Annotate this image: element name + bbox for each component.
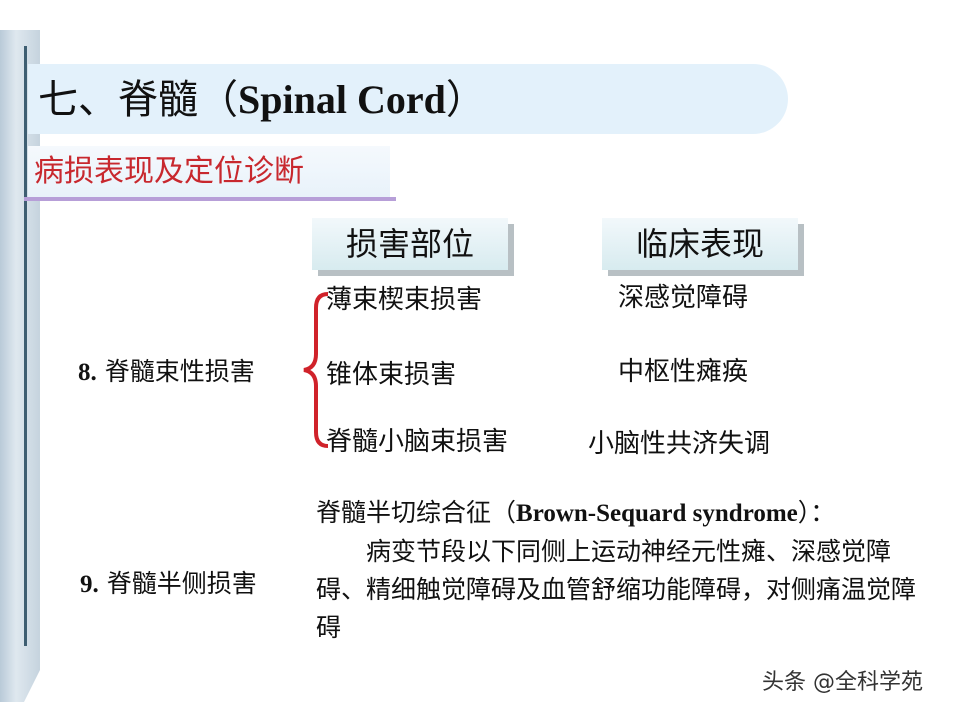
slide-title: 七、脊髓（Spinal Cord） xyxy=(38,77,486,123)
manifestation-row-2: 中枢性瘫痪 xyxy=(618,357,749,387)
syndrome-title: 脊髓半切综合征（Brown-Sequard syndrome）： xyxy=(316,498,836,527)
site-row-2: 锥体束损害 xyxy=(326,360,457,390)
brown-sequard-description: 脊髓半切综合征（Brown-Sequard syndrome）： 病变节段以下同… xyxy=(316,494,926,647)
group-9-label: 9. 脊髓半侧损害 xyxy=(80,569,257,598)
subtitle-underline xyxy=(24,197,396,201)
watermark: 头条 @全科学苑 xyxy=(762,670,923,695)
subtitle-box xyxy=(28,146,390,198)
syndrome-body: 病变节段以下同侧上运动神经元性瘫、深感觉障碍、精细触觉障碍及血管舒缩功能障碍，对… xyxy=(316,537,917,642)
curly-brace-icon xyxy=(303,292,329,448)
manifestation-row-3: 小脑性共济失调 xyxy=(588,429,771,459)
site-row-3: 脊髓小脑束损害 xyxy=(326,427,509,457)
header-clinical-manifestation: 临床表现 xyxy=(602,218,798,270)
decorative-side-bar xyxy=(0,30,40,702)
site-row-1: 薄束楔束损害 xyxy=(326,285,483,315)
group-8-label: 8. 脊髓束性损害 xyxy=(78,357,255,386)
header-lesion-site: 损害部位 xyxy=(312,218,508,270)
manifestation-row-1: 深感觉障碍 xyxy=(618,283,749,313)
slide-subtitle: 病损表现及定位诊断 xyxy=(34,154,304,189)
decorative-side-line xyxy=(24,46,27,646)
title-band xyxy=(28,64,788,134)
